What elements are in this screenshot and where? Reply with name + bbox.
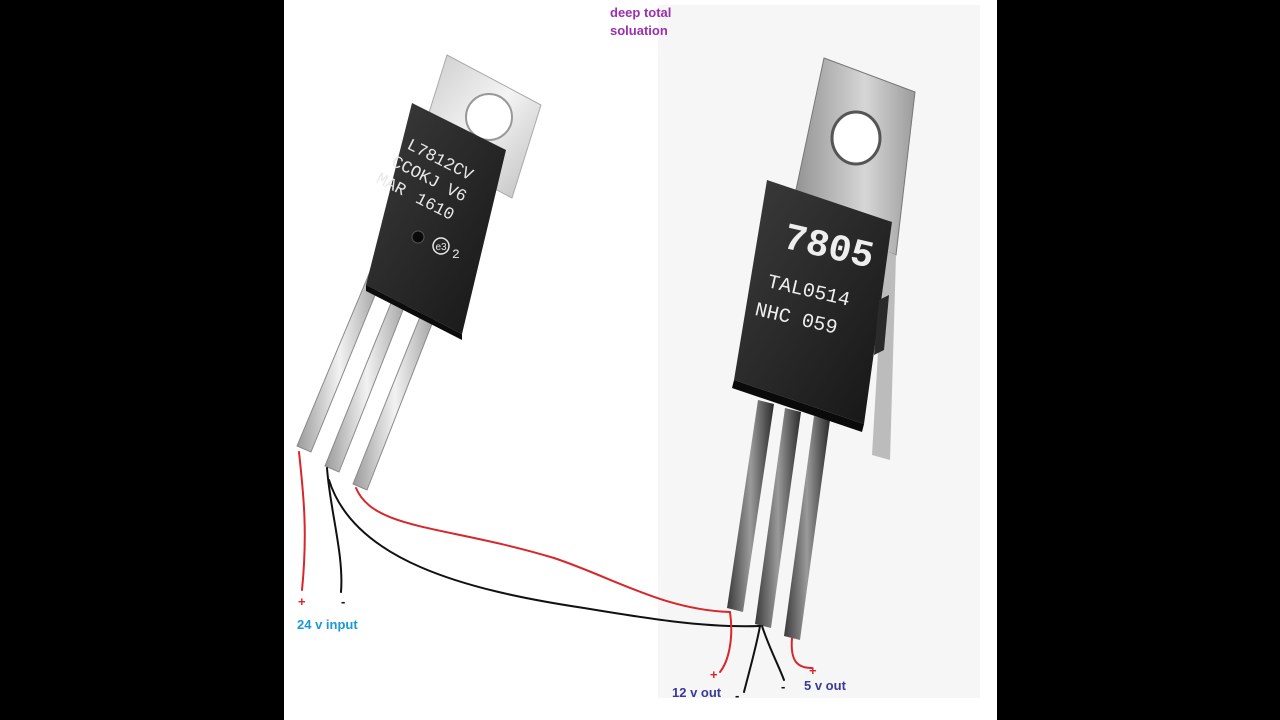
wiring-diagram: L7812CV CCOKJ V6 MAR 1610 e3 2 bbox=[296, 5, 980, 698]
caption-line2: soluation bbox=[610, 23, 668, 38]
right-lead-2 bbox=[755, 408, 801, 628]
out12-plus-sign: + bbox=[710, 667, 718, 682]
wiring bbox=[298, 451, 813, 693]
wire-5v-out-negative bbox=[761, 625, 785, 681]
wire-12v bbox=[355, 487, 731, 613]
out5-label: 5 v out bbox=[804, 678, 846, 693]
left-logo-circle bbox=[432, 237, 450, 255]
right-regulator: 7805 TAL0514 NHC 059 bbox=[727, 57, 916, 640]
wire-input-negative bbox=[326, 467, 343, 593]
out5-plus-sign: + bbox=[809, 663, 817, 678]
out12-minus-sign: - bbox=[735, 688, 740, 703]
out5-minus-sign: - bbox=[781, 679, 786, 694]
left-body bbox=[366, 103, 506, 334]
left-regulator: L7812CV CCOKJ V6 MAR 1610 e3 2 bbox=[296, 54, 542, 491]
diagram-canvas: L7812CV CCOKJ V6 MAR 1610 e3 2 bbox=[284, 0, 997, 720]
out12-label: 12 v out bbox=[672, 685, 722, 700]
right-lead-1 bbox=[727, 400, 774, 612]
wire-12v-out-negative bbox=[743, 625, 761, 693]
left-marking-extra: 2 bbox=[452, 247, 460, 262]
right-tab-hole bbox=[830, 110, 882, 166]
input-plus-sign: + bbox=[298, 594, 306, 609]
wire-5v-out-positive bbox=[790, 637, 813, 669]
input-minus-sign: - bbox=[341, 594, 346, 609]
left-logo-text: e3 bbox=[435, 242, 447, 253]
left-body-dot bbox=[411, 230, 425, 244]
input-label: 24 v input bbox=[297, 617, 358, 632]
wire-12v-out-positive bbox=[719, 611, 733, 673]
wire-input-positive bbox=[298, 451, 306, 591]
right-lead-3 bbox=[784, 416, 830, 640]
right-body bbox=[734, 180, 892, 424]
wire-ground bbox=[328, 479, 761, 628]
caption-line1: deep total bbox=[610, 5, 672, 20]
caption: deep total soluation bbox=[610, 4, 671, 40]
left-tab-hole bbox=[465, 93, 513, 141]
